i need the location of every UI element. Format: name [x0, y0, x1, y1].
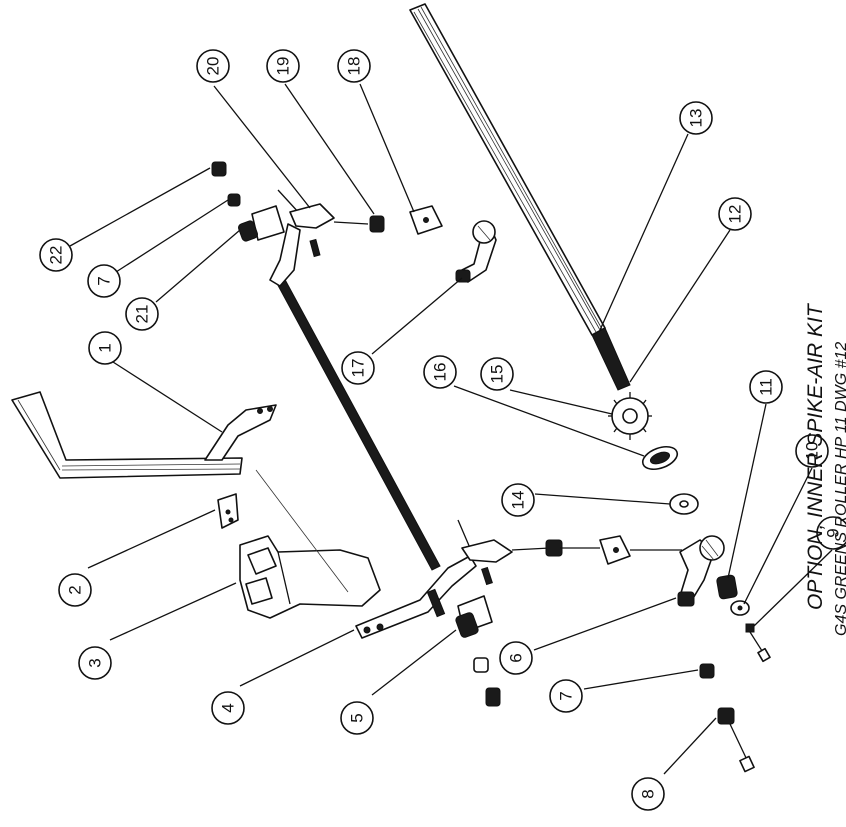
part-4-arm	[355, 555, 477, 639]
part-7-nut-upper	[227, 193, 241, 207]
callout-15: 15	[480, 357, 514, 391]
part-22-cap	[211, 161, 227, 177]
part-11-gear	[716, 574, 738, 600]
svg-text:10: 10	[803, 442, 822, 461]
part-13-shaft	[409, 3, 631, 391]
part-1-handle	[11, 391, 277, 479]
svg-text:16: 16	[431, 363, 450, 382]
callout-1: 1	[88, 331, 122, 365]
callout-13: 13	[679, 101, 713, 135]
svg-text:6: 6	[507, 653, 526, 662]
svg-text:13: 13	[687, 109, 706, 128]
svg-text:22: 22	[47, 246, 66, 265]
part-6-crank	[677, 535, 725, 607]
callout-6: 6	[499, 641, 533, 675]
callout-7-upper: 7	[87, 264, 121, 298]
part-5-assembly	[426, 588, 501, 707]
svg-text:12: 12	[726, 205, 745, 224]
svg-text:3: 3	[86, 658, 105, 667]
callout-2: 2	[58, 573, 92, 607]
lower-pivot-assembly	[457, 519, 682, 586]
svg-text:5: 5	[348, 713, 367, 722]
callout-5: 5	[340, 701, 374, 735]
callout-19: 19	[266, 49, 300, 83]
svg-text:9: 9	[824, 528, 843, 537]
part-8-bolt	[717, 707, 755, 773]
callout-17: 17	[341, 351, 375, 385]
callout-18: 18	[337, 49, 371, 83]
callout-11: 11	[749, 370, 783, 404]
part-7-nut-lower	[699, 663, 715, 679]
callout-22: 22	[39, 238, 73, 272]
part-14-washer	[669, 493, 699, 515]
svg-text:4: 4	[219, 703, 238, 712]
svg-text:19: 19	[274, 57, 293, 76]
svg-text:7: 7	[557, 691, 576, 700]
svg-text:17: 17	[349, 359, 368, 378]
callout-7-lower: 7	[549, 679, 583, 713]
callout-12: 12	[718, 197, 752, 231]
callout-16: 16	[423, 355, 457, 389]
callout-20: 20	[196, 49, 230, 83]
diagram-title: OPTION, INNER SPIKE-AIR KIT	[804, 302, 827, 610]
callout-4: 4	[211, 691, 245, 725]
callout-14: 14	[501, 483, 535, 517]
part-10-washer	[730, 600, 750, 616]
part-21-bracket	[238, 205, 285, 242]
svg-text:20: 20	[204, 57, 223, 76]
svg-text:11: 11	[757, 378, 776, 396]
svg-text:1: 1	[96, 343, 115, 352]
callout-9: 9	[816, 516, 846, 550]
part-19-spring	[369, 215, 385, 233]
callout-8: 8	[631, 777, 665, 811]
svg-text:21: 21	[133, 305, 152, 324]
diagram-subtitle: G4S GREENS ROLLER HP 11 DWG #12	[833, 342, 846, 636]
svg-text:2: 2	[66, 585, 85, 594]
part-2-bracket	[217, 493, 239, 529]
callout-3: 3	[78, 646, 112, 680]
part-16-bearing	[641, 445, 679, 471]
svg-text:15: 15	[488, 365, 507, 384]
part-18-clevis	[409, 205, 443, 235]
part-17-crank	[455, 220, 497, 283]
svg-text:7: 7	[95, 276, 114, 285]
svg-text:18: 18	[345, 57, 364, 76]
part-20-pivot-arm	[269, 189, 369, 287]
part-15-sprocket	[608, 392, 652, 440]
svg-text:8: 8	[639, 789, 658, 798]
part-9-bolt	[745, 623, 771, 663]
leader-lines	[69, 83, 833, 775]
callout-21: 21	[125, 297, 159, 331]
callout-10: 10	[795, 434, 829, 468]
svg-text:14: 14	[509, 491, 528, 510]
part-3-frame	[239, 469, 381, 619]
